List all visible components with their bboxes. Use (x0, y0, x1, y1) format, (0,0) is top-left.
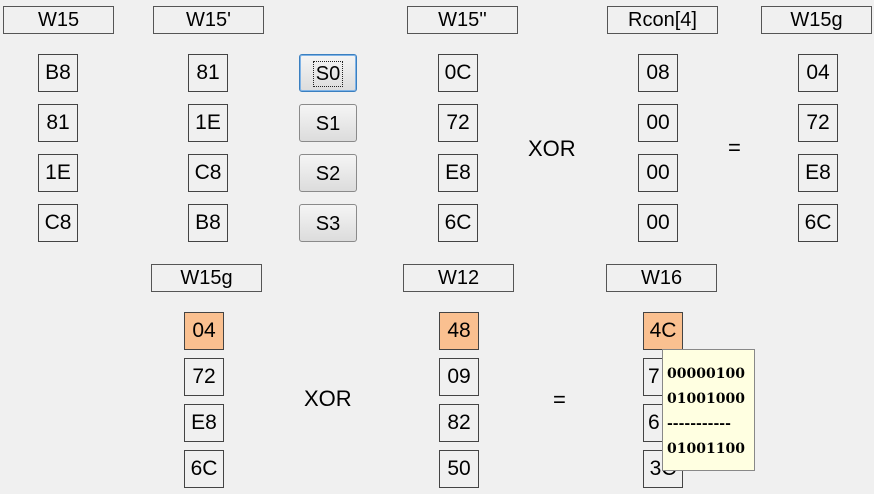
binary-xor-tooltip: 00000100 01001000 ----------- 01001100 (662, 349, 755, 471)
tooltip-separator: ----------- (667, 416, 731, 432)
w15g-bottom-byte-0: 04 (184, 312, 224, 350)
header-rcon: Rcon[4] (607, 6, 718, 34)
w15-rotated-byte-1: 1E (188, 104, 228, 142)
w15-byte-1: 81 (38, 104, 78, 142)
tooltip-operand-2: 01001000 (667, 391, 745, 407)
header-w15g: W15g (761, 6, 872, 34)
sbox-button-s0[interactable]: S0 (299, 54, 357, 92)
rcon-byte-0: 08 (638, 54, 678, 92)
w12-byte-0: 48 (439, 312, 479, 350)
tooltip-result: 01001100 (667, 441, 745, 457)
header-w16: W16 (606, 264, 717, 292)
sbox-button-s1-label: S1 (315, 113, 341, 135)
xor-label-bottom: XOR (304, 386, 352, 411)
rcon-byte-2: 00 (638, 154, 678, 192)
w16-byte-0: 4C (643, 312, 683, 350)
header-w15-substituted: W15'' (407, 6, 518, 34)
w15-byte-3: C8 (38, 204, 78, 242)
equals-label-top: = (728, 135, 741, 160)
sbox-button-s1[interactable]: S1 (299, 104, 357, 142)
w15-rotated-byte-2: C8 (188, 154, 228, 192)
w15g-byte-2: E8 (798, 154, 838, 192)
xor-label-top: XOR (528, 136, 576, 161)
rcon-byte-3: 00 (638, 204, 678, 242)
header-w15: W15 (3, 6, 114, 34)
rcon-byte-1: 00 (638, 104, 678, 142)
w15-substituted-byte-3: 6C (438, 204, 478, 242)
w15-byte-2: 1E (38, 154, 78, 192)
w15g-bottom-byte-1: 72 (184, 358, 224, 396)
header-w15-rotated: W15' (153, 6, 264, 34)
sbox-button-s3-label: S3 (315, 213, 341, 235)
w15-substituted-byte-0: 0C (438, 54, 478, 92)
w15-byte-0: B8 (38, 54, 78, 92)
sbox-button-s0-label: S0 (312, 61, 344, 87)
w15g-byte-1: 72 (798, 104, 838, 142)
w15g-bottom-byte-3: 6C (184, 450, 224, 488)
w12-byte-3: 50 (439, 450, 479, 488)
w15-rotated-byte-3: B8 (188, 204, 228, 242)
w15-rotated-byte-0: 81 (188, 54, 228, 92)
sbox-button-s3[interactable]: S3 (299, 204, 357, 242)
w15g-byte-0: 04 (798, 54, 838, 92)
w15g-byte-3: 6C (798, 204, 838, 242)
sbox-button-s2[interactable]: S2 (299, 154, 357, 192)
w12-byte-2: 82 (439, 404, 479, 442)
w12-byte-1: 09 (439, 358, 479, 396)
w15-substituted-byte-1: 72 (438, 104, 478, 142)
header-w15g-bottom: W15g (151, 264, 262, 292)
w15g-bottom-byte-2: E8 (184, 404, 224, 442)
w15-substituted-byte-2: E8 (438, 154, 478, 192)
sbox-button-s2-label: S2 (315, 163, 341, 185)
tooltip-operand-1: 00000100 (667, 366, 745, 382)
equals-label-bottom: = (553, 387, 566, 412)
header-w12: W12 (403, 264, 514, 292)
